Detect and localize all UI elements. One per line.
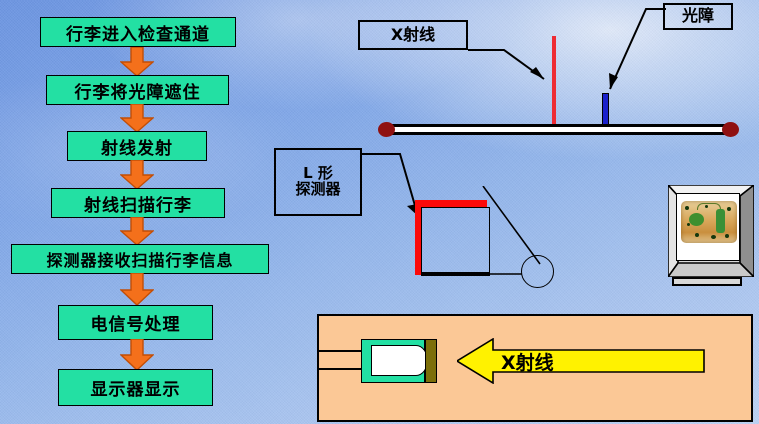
luggage-speck <box>705 205 708 208</box>
flow-step-6-label: 电信号处理 <box>90 315 181 335</box>
flow-step-4[interactable]: 射线扫描行李 <box>51 188 225 218</box>
monitor-stand <box>672 277 742 286</box>
conveyor-roller-left <box>378 122 395 137</box>
flow-step-1[interactable]: 行李进入检查通道 <box>40 17 236 47</box>
l-detector-pulley <box>521 255 554 288</box>
l-detector-label-box[interactable]: L 形 探测器 <box>274 148 362 216</box>
conveyor-roller-right <box>722 122 739 137</box>
flow-step-1-label: 行李进入检查通道 <box>66 24 210 45</box>
xray-arrow-label: X射线 <box>501 351 554 374</box>
light-barrier-label-box[interactable]: 光障 <box>663 3 733 30</box>
flow-step-2-label: 行李将光障遮住 <box>74 82 201 103</box>
flow-step-5[interactable]: 探测器接收扫描行李信息 <box>11 244 269 274</box>
xray-direction-arrow <box>457 338 705 384</box>
scanned-luggage-image <box>681 201 737 243</box>
flow-connector-2 <box>120 104 154 133</box>
luggage-speck <box>727 207 731 211</box>
flow-step-3[interactable]: 射线发射 <box>67 131 207 161</box>
flow-connector-3 <box>120 160 154 190</box>
flow-step-4-label: 射线扫描行李 <box>84 195 192 216</box>
luggage-speck <box>711 235 716 239</box>
l-detector-base <box>421 272 490 276</box>
photodiode-lead-top <box>319 350 374 352</box>
luggage-object-round <box>689 213 704 226</box>
l-detector-label-text: L 形 探测器 <box>295 164 341 198</box>
conveyor-belt <box>382 124 727 135</box>
l-detector-top-bar <box>415 200 487 207</box>
xray-label-box[interactable]: X射线 <box>358 20 468 50</box>
monitor-screen <box>676 193 740 261</box>
xray-leader-arrow <box>468 49 545 80</box>
flow-step-6[interactable]: 电信号处理 <box>58 305 213 340</box>
light-barrier-leader-arrow <box>609 8 666 90</box>
luggage-speck <box>695 233 699 237</box>
photodiode-cap <box>425 339 437 383</box>
flow-step-7[interactable]: 显示器显示 <box>58 369 213 406</box>
flow-connector-5 <box>120 273 154 306</box>
xray-arrow-label-wrap: X射线 <box>501 346 631 376</box>
photodiode-lens-dome <box>404 345 428 376</box>
xray-beam <box>552 36 556 128</box>
luggage-speck <box>685 206 689 210</box>
l-detector-link-lines <box>482 186 541 275</box>
flow-step-3-label: 射线发射 <box>101 138 173 159</box>
light-barrier-post <box>602 93 609 126</box>
l-detector-side-bar <box>415 200 422 275</box>
flow-step-2[interactable]: 行李将光障遮住 <box>46 75 229 105</box>
flow-connector-1 <box>120 47 154 77</box>
flow-step-7-label: 显示器显示 <box>90 380 181 400</box>
light-barrier-label-text: 光障 <box>681 6 714 26</box>
luggage-speck <box>725 234 729 238</box>
photodiode-lead-bottom <box>319 368 374 370</box>
monitor-3d-sides <box>668 185 754 277</box>
flow-step-5-label: 探测器接收扫描行李信息 <box>46 251 234 270</box>
luggage-object-bar <box>716 209 725 233</box>
display-monitor[interactable] <box>668 185 754 286</box>
xray-label-text: X射线 <box>390 24 436 44</box>
luggage-handle <box>697 203 721 210</box>
flow-connector-4 <box>120 217 154 246</box>
luggage-speck <box>687 223 690 226</box>
detector-detail-panel: X射线 <box>317 314 753 422</box>
flow-connector-6 <box>120 339 154 371</box>
